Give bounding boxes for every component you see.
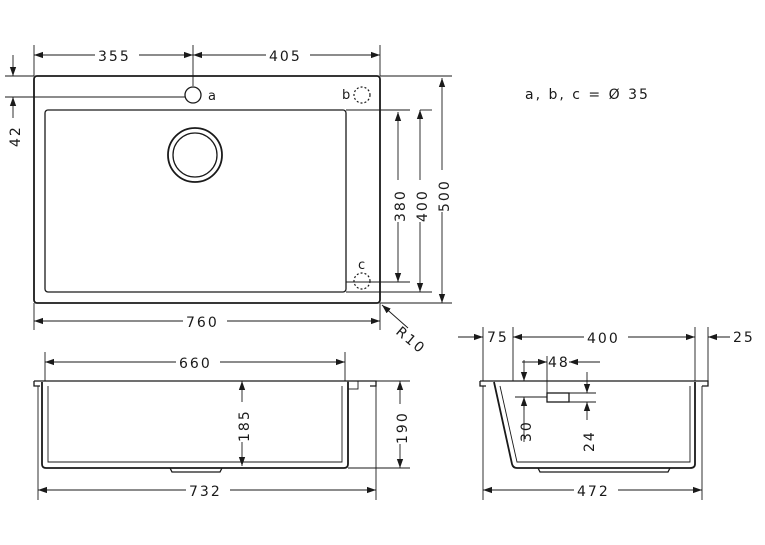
dim-75: 75 — [487, 330, 509, 346]
hole-c-label: c — [358, 258, 365, 273]
dim-400-side: 400 — [587, 331, 620, 347]
hole-a-label: a — [208, 89, 216, 104]
drain-outer — [167, 127, 223, 183]
dim-760: 760 — [186, 315, 219, 331]
front-view: 660 185 190 732 — [33, 352, 411, 500]
front-bowl-outline — [41, 382, 349, 469]
dim-25: 25 — [733, 330, 755, 346]
dim-472: 472 — [577, 484, 610, 500]
dim-400: 400 — [415, 189, 431, 222]
top-view: a b c 355 405 42 760 R10 — [5, 45, 453, 358]
tap-hole-a — [184, 86, 202, 104]
dim-190: 190 — [395, 411, 411, 444]
dim-30: 30 — [519, 420, 535, 442]
dim-405: 405 — [269, 49, 302, 65]
side-view: 75 400 25 48 30 24 472 — [458, 327, 755, 500]
side-bowl-outline — [493, 381, 696, 469]
dim-24: 24 — [582, 430, 598, 452]
dim-42: 42 — [8, 125, 24, 147]
drain-inner — [172, 132, 218, 178]
dim-732: 732 — [189, 484, 222, 500]
dim-48: 48 — [548, 355, 570, 371]
dim-355: 355 — [98, 49, 131, 65]
radius-r10: R10 — [392, 324, 428, 358]
dim-500: 500 — [437, 179, 453, 212]
overflow-slot — [546, 392, 570, 403]
optional-hole-b — [353, 86, 371, 104]
hole-diameter-note: a, b, c = Ø 35 — [525, 87, 650, 103]
bowl-outline — [44, 109, 347, 293]
dim-185: 185 — [237, 409, 253, 442]
optional-hole-c — [353, 272, 371, 290]
sink-outer-outline — [33, 75, 381, 304]
dim-380: 380 — [393, 189, 409, 222]
dim-660: 660 — [179, 356, 212, 372]
hole-b-label: b — [342, 88, 350, 103]
